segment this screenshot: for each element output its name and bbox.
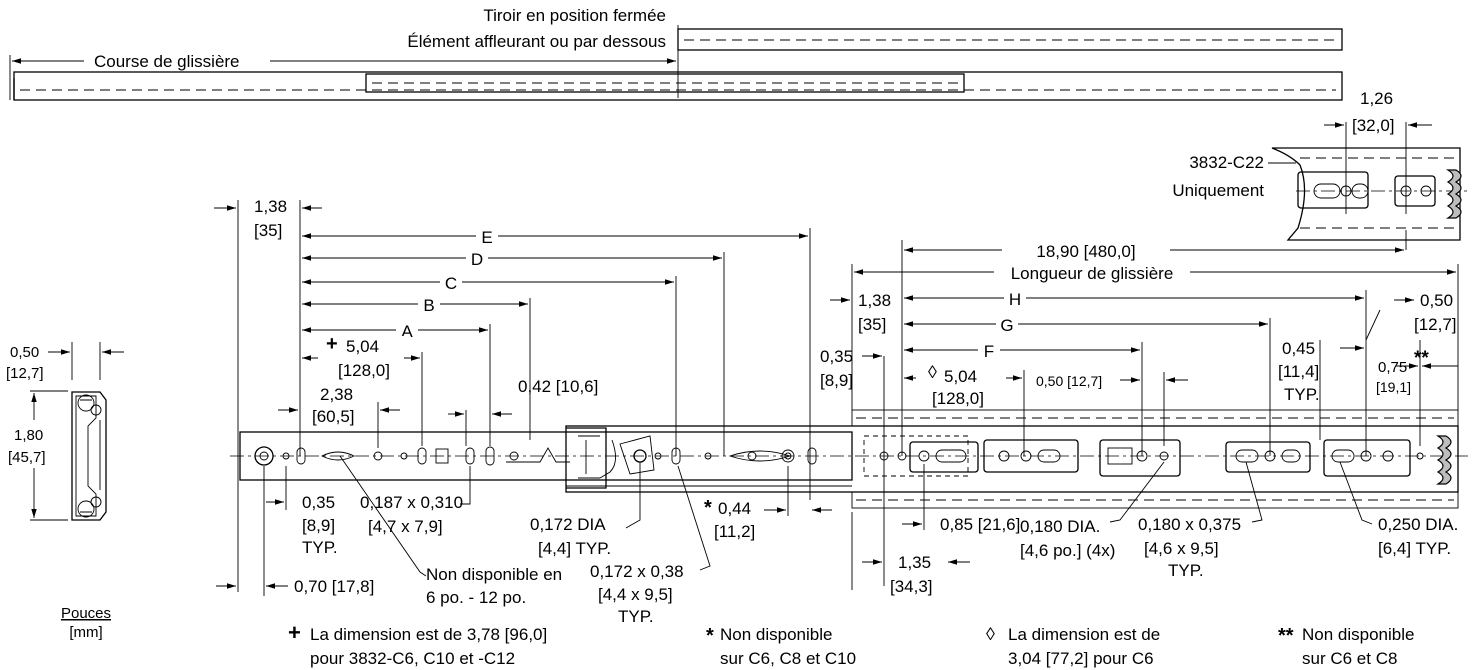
dim-2-38-in: 2,38 [320,385,353,404]
typ-left: TYP. [302,538,338,557]
double-star-dim: ** [1414,348,1429,369]
dim-0-75-mm: [19,1] [1376,379,1411,395]
closed-position-label-1: Tiroir en position fermée [483,6,666,25]
slot-0-180-in: 0,180 x 0,375 [1138,515,1241,534]
note3-line1: La dimension est de [1008,625,1160,644]
detail-dim-1-26: 1,26 [1360,89,1393,108]
detail-c22: 1,26 [32,0] 3832-C22 Uniquement [1172,89,1470,241]
cross-section: 0,50 [12,7] 1,80 [45,7] [6,342,124,521]
cross-height-in: 1,80 [14,427,43,444]
dim-H: H [1009,290,1021,309]
dim-0-44-mm: [11,2] [714,522,755,541]
dim-0-70: 0,70 [17,8] [294,577,374,596]
dim-0-42: 0,42 [10,6] [518,377,598,396]
dim-5-04-right-in: 5,04 [944,367,977,386]
typ-slot-180: TYP. [1168,561,1204,580]
dim-0-35-right-mm: [8,9] [820,371,853,390]
end-bumper-icon [1435,435,1452,485]
not-available-line2: 6 po. - 12 po. [426,588,526,607]
dim-1-38-left-in: 1,38 [254,197,287,216]
plus-marker: + [326,333,338,355]
dim-0-50-right-mm: [12,7] [1414,315,1457,334]
note3-line2: 3,04 [77,2] pour C6 [1008,649,1154,668]
slot-0-187-in: 0,187 x 0,310 [360,493,463,512]
dim-1-38-right-mm: [35] [858,315,886,334]
dim-5-04-left-in: 5,04 [346,337,379,356]
dia-0-172-in: 0,172 DIA [530,515,606,534]
typ-0-45: TYP. [1284,385,1320,404]
dim-E: E [481,228,492,247]
note1-symbol: + [288,620,301,645]
dim-0-85: 0,85 [21,6] [940,515,1020,534]
note1-line2: pour 3832-C6, C10 et -C12 [310,649,515,668]
dim-0-35-left-mm: [8,9] [302,516,335,535]
slot-0-187-mm: [4,7 x 7,9] [368,517,443,536]
star-marker-dim: * [704,497,712,519]
dia-0-180-mm: [4,6 po.] (4x) [1020,541,1115,560]
slot-0-180-mm: [4,6 x 9,5] [1144,539,1219,558]
dim-5-04-left-mm: [128,0] [338,361,390,380]
detail-dim-32-0: [32,0] [1352,116,1395,135]
dia-0-180-in: 0,180 DIA. [1020,517,1100,536]
dim-1-38-left-mm: [35] [254,221,282,240]
cross-height-mm: [45,7] [8,449,46,466]
slot-0-172-mm: [4,4 x 9,5] [598,585,673,604]
intermediate-member [365,73,965,93]
dim-1-38-right-in: 1,38 [858,291,891,310]
dim-0-35-right-in: 0,35 [820,347,853,366]
right-dimensions: 18,90 [480,0] Longueur de glissière 1,38… [820,230,1459,596]
left-dimensions: 1,38 [35] E D C B A + 5,04 [128,0] 2,38 … [214,197,832,626]
dim-0-45-in: 0,45 [1282,339,1315,358]
cross-width-in: 0,50 [10,344,39,361]
typ-slot-172: TYP. [618,607,654,626]
dim-B: B [423,296,434,315]
dia-0-250-in: 0,250 DIA. [1378,515,1458,534]
dim-0-50-right-in: 0,50 [1420,291,1453,310]
not-available-line1: Non disponible en [426,565,562,584]
units-mm: [mm] [69,624,102,641]
footnotes: + La dimension est de 3,78 [96,0] pour 3… [288,620,1414,668]
dim-5-04-right-mm: [128,0] [932,389,984,408]
note2-symbol: * [706,625,714,647]
note4-symbol: ** [1278,625,1294,647]
dim-F: F [984,342,994,361]
dim-0-44-in: 0,44 [718,499,751,518]
diamond-marker-dim: ◊ [928,362,937,382]
note4-line1: Non disponible [1302,625,1414,644]
dim-D: D [471,250,483,269]
dim-18-90: 18,90 [480,0] [1036,242,1135,261]
model-only-label: Uniquement [1172,181,1264,200]
closed-position-label-2: Élément affleurant ou par dessous [407,32,666,51]
model-3832-c22: 3832-C22 [1189,153,1264,172]
dim-G: G [1000,316,1013,335]
dim-1-35-mm: [34,3] [890,577,933,596]
dim-1-35-in: 1,35 [898,553,931,572]
bumper-icon [1445,169,1462,219]
slide-length-label: Longueur de glissière [1011,264,1174,283]
dim-0-35-left-in: 0,35 [302,493,335,512]
dia-0-250-mm: [6,4] TYP. [1378,539,1451,558]
dim-0-50-small: 0,50 [12,7] [1036,373,1102,389]
dim-C: C [445,274,457,293]
note4-line2: sur C6 et C8 [1302,649,1397,668]
note3-symbol: ◊ [986,624,995,644]
top-view: Tiroir en position fermée Élément affleu… [9,6,1343,101]
units-inches: Pouces [61,605,111,622]
note1-line1: La dimension est de 3,78 [96,0] [310,625,547,644]
slide-travel-label: Course de glissière [94,52,240,71]
dim-2-38-mm: [60,5] [312,407,355,426]
dim-A: A [401,322,413,341]
slot-0-172-in: 0,172 x 0,38 [590,562,684,581]
cross-width-mm: [12,7] [6,365,44,382]
note2-line1: Non disponible [720,625,832,644]
dim-0-75-in: 0,75 [1378,359,1407,376]
note2-line2: sur C6, C8 et C10 [720,649,856,668]
dia-0-172-mm: [4,4] TYP. [538,539,611,558]
dim-0-45-mm: [11,4] [1278,362,1319,381]
